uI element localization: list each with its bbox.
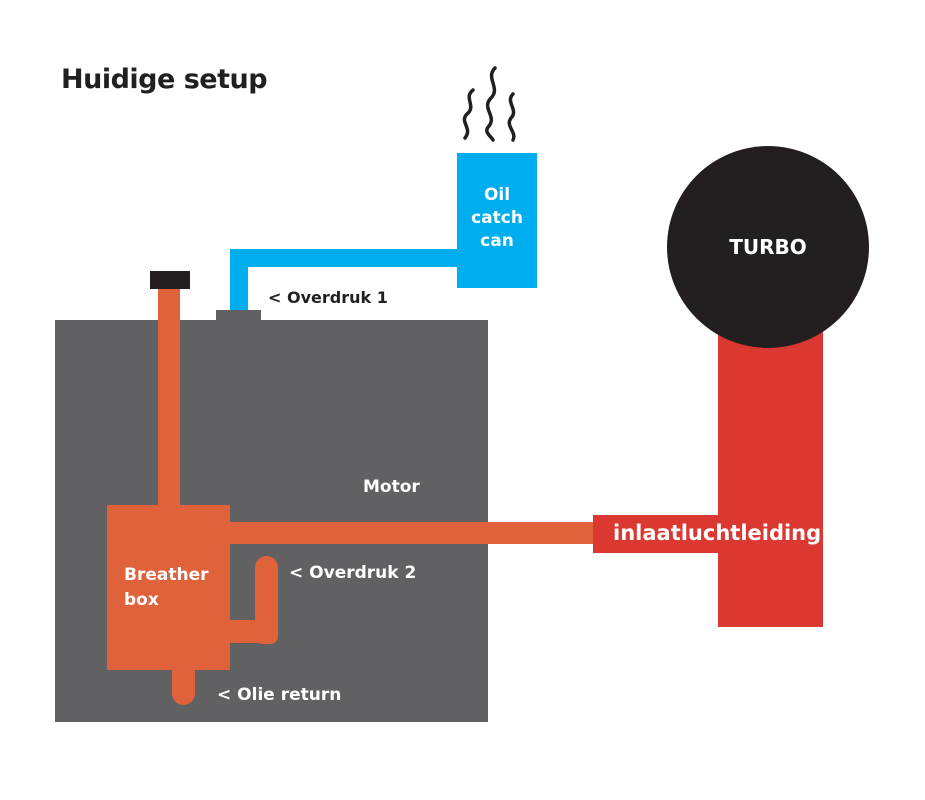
diagram-title: Huidige setup [61,64,268,95]
olie-return-label: < Olie return [217,685,342,705]
steam-line-2 [485,66,497,142]
oil-catch-can-label: Oil catch can [471,184,523,253]
breather-box-label: Breather box [124,563,209,613]
breather-filter-cap [150,271,190,289]
overdruk-2-pipe-horizontal [228,620,278,643]
oil-catch-can-label-line-1: Oil [483,185,511,205]
breather-box-label-line-2: box [124,590,159,610]
breather-box-label-line-1: Breather [124,565,209,585]
motor-label: Motor [363,477,420,497]
steam-icon [462,66,516,142]
turbo-intake-pipe [718,300,823,627]
overdruk-2-label: < Overdruk 2 [289,563,417,583]
breather-to-intake-pipe [228,522,598,544]
oil-catch-can-label-line-2: catch [471,208,523,228]
turbo: TURBO [667,146,869,348]
turbo-label: TURBO [729,235,807,259]
motor-vent-cap [216,310,261,321]
blue-pipe-horizontal [230,249,458,267]
oil-catch-can-label-line-3: can [480,231,514,251]
overdruk-1-label: < Overdruk 1 [268,288,388,307]
steam-line-3 [507,92,516,142]
oil-catch-can: Oil catch can [457,153,537,288]
intake-label-box [593,515,823,553]
breather-vertical-pipe [158,289,180,509]
oil-return-pipe [172,665,195,705]
intake-pipe-label: inlaatluchtleiding [613,521,822,545]
steam-line-1 [462,88,475,140]
breather-box [107,505,230,670]
